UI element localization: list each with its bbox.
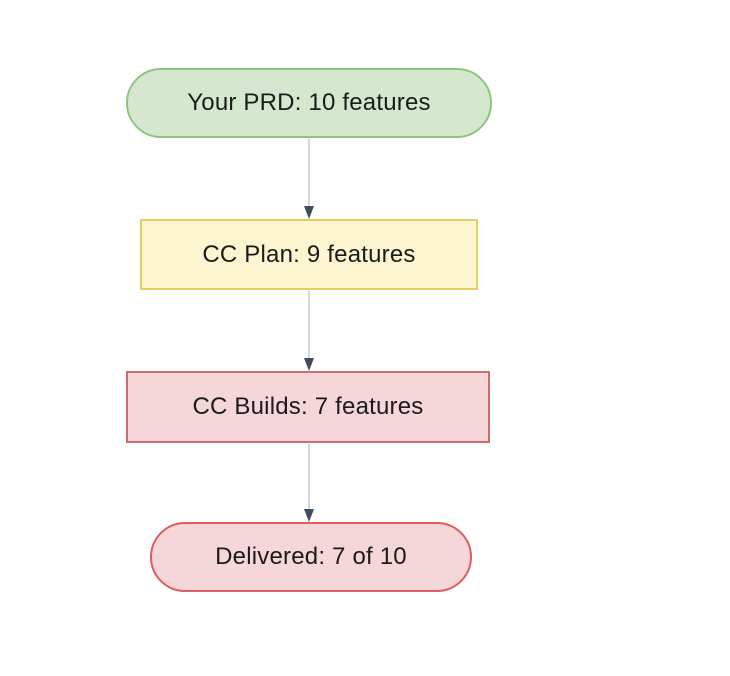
node-delivered-label: Delivered: 7 of 10 [215,543,407,570]
arrowhead-down-icon [304,509,314,522]
edge-line [308,444,310,509]
node-cc-plan-label: CC Plan: 9 features [202,240,416,268]
node-cc-builds: CC Builds: 7 features [126,371,490,443]
edge-builds-to-delivered [303,444,315,522]
edge-prd-to-plan [303,139,315,219]
edge-line [308,139,310,206]
node-your-prd: Your PRD: 10 features [126,68,492,138]
arrowhead-down-icon [304,206,314,219]
node-delivered: Delivered: 7 of 10 [150,522,472,592]
edge-line [308,291,310,358]
node-your-prd-label: Your PRD: 10 features [187,89,431,116]
edge-plan-to-builds [303,291,315,371]
node-cc-builds-label: CC Builds: 7 features [192,393,424,420]
arrowhead-down-icon [304,358,314,371]
node-cc-plan: CC Plan: 9 features [140,219,478,290]
